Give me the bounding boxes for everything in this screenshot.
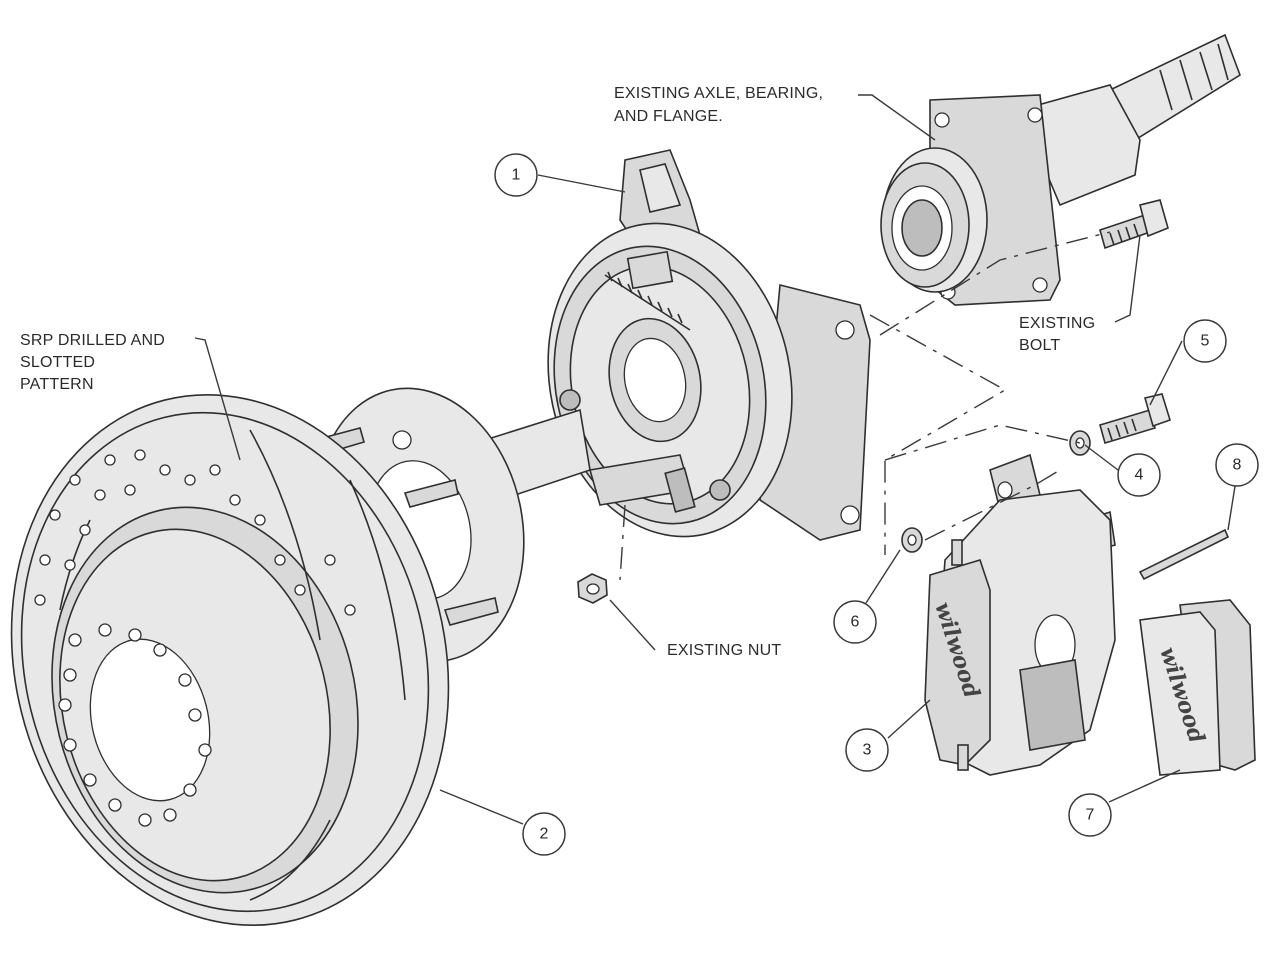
existing-bolt [1099,199,1169,250]
washer-4 [1069,430,1091,456]
rotor-pattern-label-line-2: SLOTTED [20,354,95,371]
svg-text:2: 2 [540,826,549,843]
svg-text:8: 8 [1233,457,1242,474]
brake-pad: wilwood [1139,599,1256,776]
cotter-pin [1138,528,1230,581]
callout-1: 1 [494,153,538,197]
nut-label: EXISTING NUT [667,642,781,659]
svg-text:4: 4 [1135,467,1144,484]
rotor-pattern-label-line-1: SRP DRILLED AND [20,332,165,349]
axle-bearing-flange [880,33,1241,306]
alignment-lines [619,231,1111,581]
callouts: 1 2 3 4 5 6 7 8 [494,153,1259,856]
leader-lines [194,94,1237,825]
axle-label-line-1: EXISTING AXLE, BEARING, [614,85,823,102]
callout-3: 3 [845,728,889,772]
drilled-slotted-rotor [10,394,450,926]
bolt-label-line-2: BOLT [1019,337,1060,354]
washer-6 [901,527,923,553]
bolt-label-line-1: EXISTING [1019,315,1095,332]
callout-8: 8 [1215,443,1259,487]
rotor-drill-holes [34,449,356,616]
text-labels: EXISTING AXLE, BEARING, AND FLANGE. SRP … [20,85,1095,659]
callout-4: 4 [1117,453,1161,497]
caliper-bolt [1099,393,1171,445]
svg-text:5: 5 [1201,333,1210,350]
existing-nut [577,573,608,604]
callout-6: 6 [833,600,877,644]
svg-text:3: 3 [863,742,872,759]
callout-5: 5 [1183,319,1227,363]
axle-label-line-2: AND FLANGE. [614,108,723,125]
rotor-hat-holes [58,623,212,827]
callout-2: 2 [522,812,566,856]
rotor-pattern-label-line-3: PATTERN [20,376,94,393]
callout-7: 7 [1068,793,1112,837]
backing-plate-assembly [484,149,871,541]
caliper: wilwood [924,453,1116,776]
svg-text:6: 6 [851,614,860,631]
svg-text:7: 7 [1086,807,1095,824]
svg-text:1: 1 [512,167,521,184]
